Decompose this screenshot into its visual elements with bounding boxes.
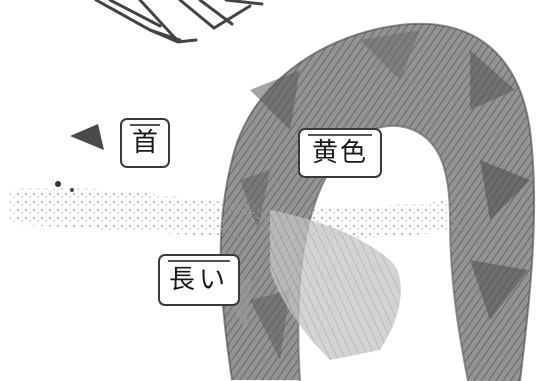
top-leg-sketch [94, 0, 264, 44]
ear-mark [70, 124, 104, 150]
label-color-text: 黄色 [311, 138, 368, 168]
label-color: 黄色 [298, 128, 382, 178]
label-head: 首 [120, 118, 170, 168]
label-head-text: 首 [131, 128, 158, 158]
label-neck: 長い [158, 254, 240, 306]
speckled-neck [10, 181, 460, 360]
label-neck-text: 長い [168, 265, 229, 295]
lower-shadow [228, 270, 252, 330]
